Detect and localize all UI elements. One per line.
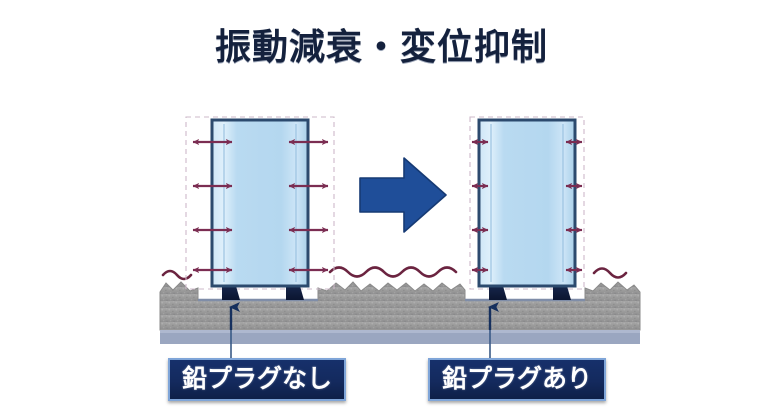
isolator-right-1	[489, 286, 507, 300]
displacement-envelope-left	[185, 116, 335, 290]
diagram-with-lead-plug	[469, 116, 585, 358]
label-without-lead-plug: 鉛プラグなし	[168, 358, 347, 401]
isolator-left-2	[286, 286, 304, 300]
building-right	[477, 118, 577, 288]
ground-mass	[159, 281, 641, 344]
vibration-arrows-left-building-leftside	[192, 138, 233, 274]
right-arrow-shape	[359, 157, 447, 233]
transition-arrow-icon	[359, 157, 447, 233]
vibration-arrows-left-building-rightside	[288, 138, 329, 274]
ground-vibration-waves	[161, 266, 628, 281]
label-with-lead-plug: 鉛プラグあり	[428, 358, 607, 401]
vibration-arrows-right-building-rightside	[565, 138, 583, 274]
bedrock-band	[160, 330, 640, 344]
bedrock-highlight	[160, 330, 640, 333]
diagram-without-lead-plug	[185, 116, 335, 358]
isolator-right-2	[553, 286, 571, 300]
page-title: 振動減衰・変位抑制	[214, 27, 548, 68]
vibration-arrows-right-building-leftside	[471, 138, 489, 274]
building-left	[210, 118, 310, 288]
displacement-envelope-right	[469, 116, 585, 290]
isolator-left-1	[222, 286, 240, 300]
